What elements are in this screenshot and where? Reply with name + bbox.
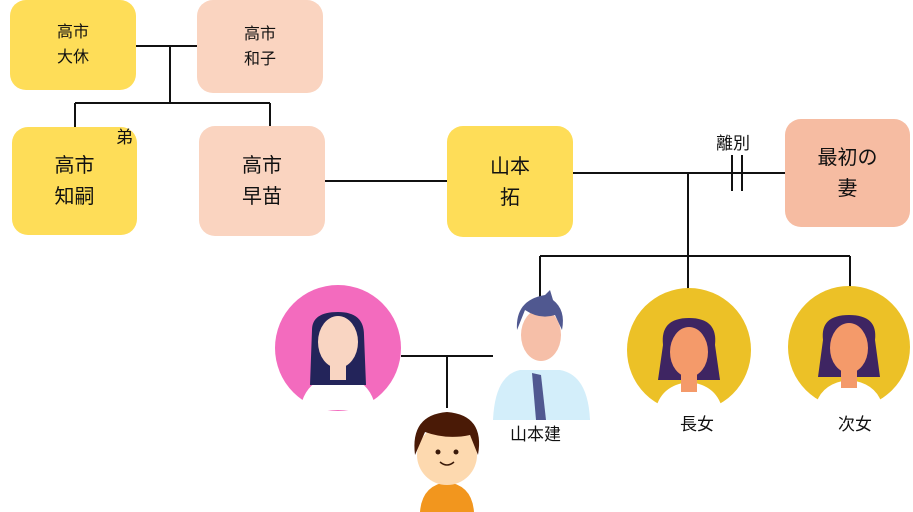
surname: 山本 [490, 153, 530, 178]
divorce-label: 離別 [716, 134, 750, 154]
eldest-daughter-avatar [627, 288, 751, 412]
given-name: 早苗 [242, 184, 282, 208]
son-label: 山本建 [510, 425, 561, 445]
first-wife-line2: 妻 [837, 176, 858, 200]
person-brother[interactable]: 高市 知嗣 [12, 127, 137, 235]
surname: 高市 [56, 22, 89, 42]
person-taku[interactable]: 山本 拓 [447, 126, 573, 237]
surname: 高市 [54, 153, 95, 177]
person-grandmother[interactable]: 高市 和子 [197, 0, 323, 93]
wife-avatar [275, 285, 401, 411]
brother-relation-label: 弟 [116, 128, 133, 148]
given-name: 拓 [500, 184, 520, 209]
second-daughter-label: 次女 [838, 415, 872, 435]
person-first-wife[interactable]: 最初の 妻 [785, 119, 910, 227]
first-wife-line1: 最初の [817, 145, 878, 169]
given-name: 和子 [243, 48, 276, 68]
person-grandfather[interactable]: 高市 大休 [10, 0, 136, 90]
given-name: 大休 [56, 47, 89, 66]
surname: 高市 [242, 153, 282, 177]
second-daughter-avatar [788, 286, 910, 408]
grandchild-avatar [414, 412, 480, 512]
given-name: 知嗣 [54, 184, 95, 208]
eldest-daughter-label: 長女 [680, 415, 714, 435]
son-avatar [493, 290, 590, 420]
surname: 高市 [243, 23, 276, 43]
person-sanae[interactable]: 高市 早苗 [199, 126, 325, 236]
